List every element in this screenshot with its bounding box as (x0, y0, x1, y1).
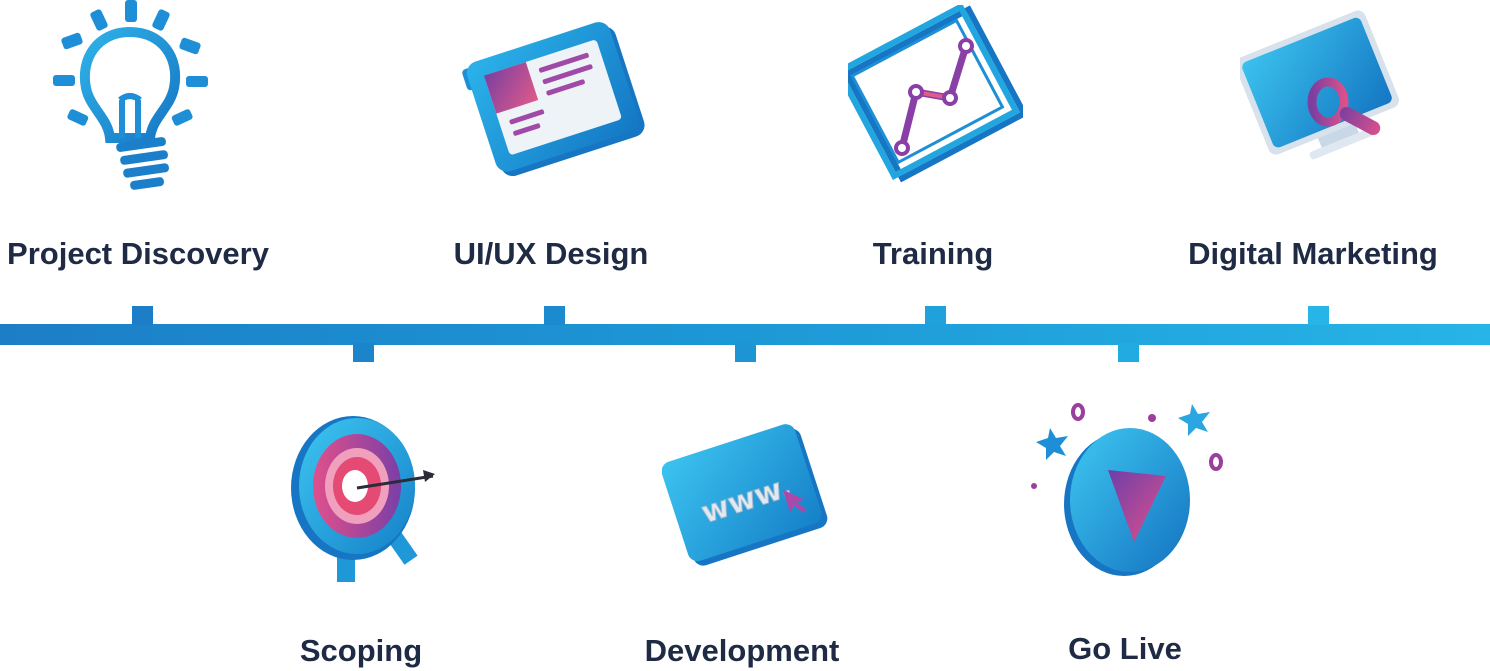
step-label-training: Training (872, 236, 994, 271)
design-board-icon (462, 22, 645, 177)
step-label-digital-marketing: Digital Marketing (1188, 236, 1438, 271)
lightbulb-icon (53, 0, 208, 190)
timeline-tick-digital-marketing (1308, 306, 1329, 325)
step-label-go-live: Go Live (1068, 631, 1182, 666)
timeline-tick-go-live (1118, 343, 1139, 362)
step-label-ui-ux-design: UI/UX Design (453, 236, 649, 271)
target-icon (291, 416, 435, 582)
step-label-development: Development (644, 633, 840, 668)
monitor-search-icon (1240, 10, 1399, 160)
timeline-line (0, 324, 1490, 345)
chart-frame-icon (848, 5, 1023, 183)
step-label-project-discovery: Project Discovery (7, 236, 269, 271)
www-card-icon: www. (662, 424, 828, 566)
timeline-tick-scoping (353, 343, 374, 362)
timeline-tick-development (735, 343, 756, 362)
timeline-tick-training (925, 306, 946, 325)
timeline-tick-ui-ux-design (544, 306, 565, 325)
timeline-tick-project-discovery (132, 306, 153, 325)
step-label-scoping: Scoping (299, 633, 423, 668)
play-launch-icon (1031, 403, 1223, 576)
